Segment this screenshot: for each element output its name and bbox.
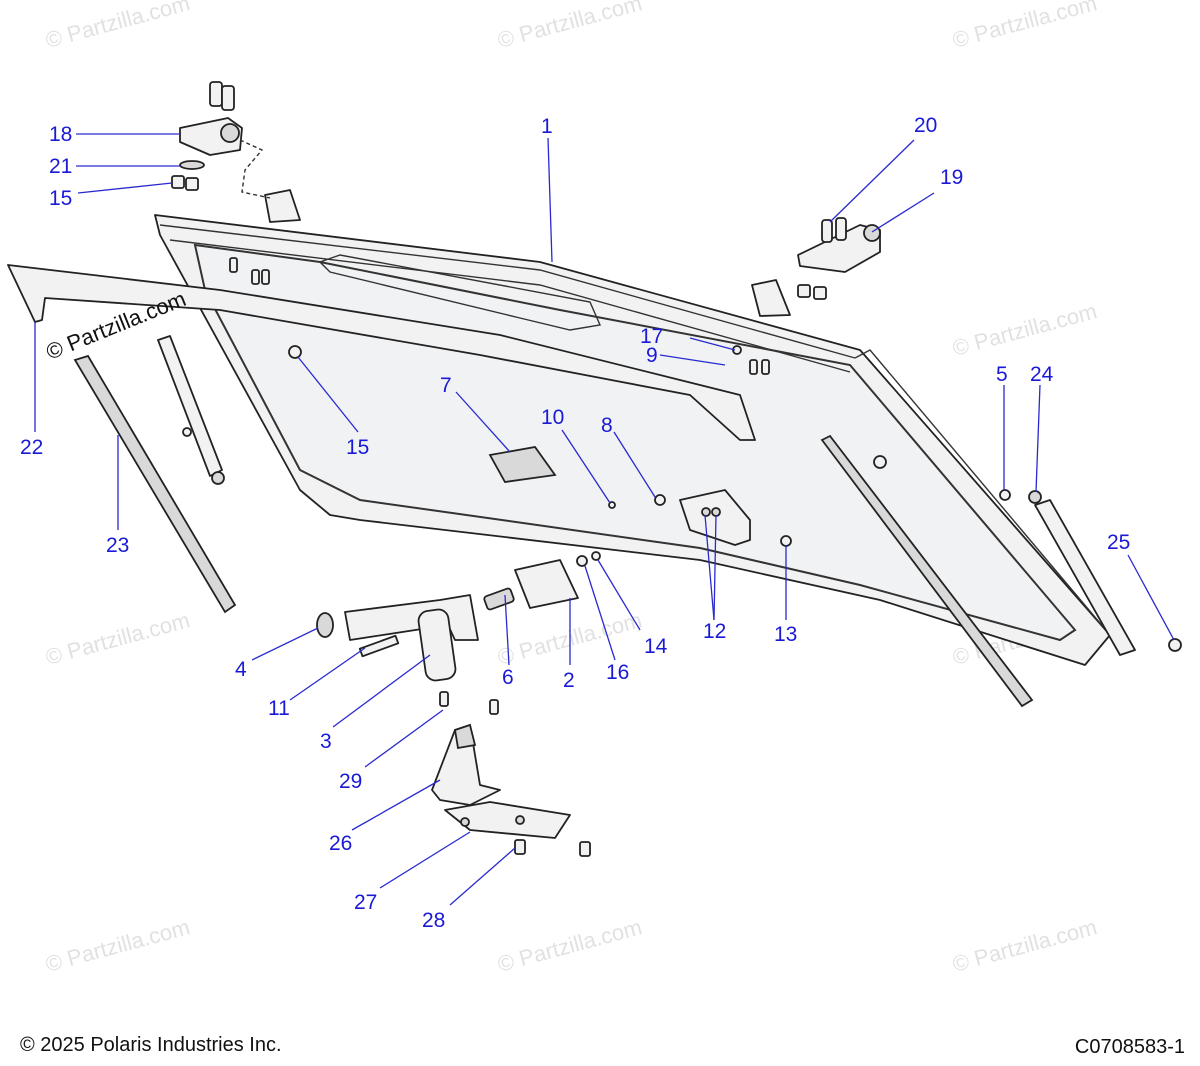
- callout-15: 15: [346, 436, 369, 459]
- watermark: © Partzilla.com: [950, 298, 1100, 361]
- copyright-text: © 2025 Polaris Industries Inc.: [20, 1034, 282, 1056]
- callout-labels: 1 2 3 4 5 6 7 8 9 10 11 12 13 14 15 15 1…: [20, 114, 1130, 932]
- side-seal-left: [73, 354, 237, 614]
- callout-11: 11: [268, 697, 290, 720]
- callout-25: 25: [1107, 531, 1130, 554]
- callout-18: 18: [49, 123, 72, 146]
- callout-26: 26: [329, 832, 352, 855]
- diagram-id: C0708583-1: [1074, 1036, 1185, 1058]
- callout-17: 17: [640, 325, 663, 348]
- callout-4: 4: [235, 658, 247, 681]
- hinge-bracket-left: [171, 81, 271, 199]
- top-seal-strip: [7, 264, 756, 441]
- callout-3: 3: [320, 730, 332, 753]
- callout-23: 23: [106, 534, 129, 557]
- callout-15: 15: [49, 187, 72, 210]
- callout-16: 16: [606, 661, 629, 684]
- callout-29: 29: [339, 770, 362, 793]
- window-pad: [488, 446, 557, 483]
- callout-5: 5: [996, 363, 1008, 386]
- watermark: © Partzilla.com: [43, 0, 193, 53]
- callout-28: 28: [422, 909, 445, 932]
- callout-27: 27: [354, 891, 377, 914]
- watermark: © Partzilla.com: [495, 914, 645, 977]
- callout-7: 7: [440, 374, 452, 397]
- callout-12: 12: [703, 620, 726, 643]
- hinge-left-frame: [264, 189, 301, 223]
- callout-22: 22: [20, 436, 43, 459]
- gas-strut-left: [157, 335, 225, 485]
- watermark: © Partzilla.com: [950, 914, 1100, 977]
- callout-19: 19: [940, 166, 963, 189]
- hinge-bracket-right: [797, 217, 881, 300]
- callout-2: 2: [563, 669, 575, 692]
- mount-block: [431, 691, 501, 806]
- watermark: © Partzilla.com: [495, 0, 645, 53]
- callout-10: 10: [541, 406, 564, 429]
- callout-24: 24: [1030, 363, 1054, 386]
- watermark: © Partzilla.com: [43, 607, 193, 670]
- callout-14: 14: [644, 635, 668, 658]
- callout-6: 6: [502, 666, 514, 689]
- watermark: © Partzilla.com: [43, 914, 193, 977]
- fasteners: [229, 257, 1011, 547]
- callout-1: 1: [541, 115, 553, 138]
- latch-assembly: [316, 551, 601, 682]
- callout-20: 20: [914, 114, 937, 137]
- callout-8: 8: [601, 414, 613, 437]
- striker-plate: [679, 489, 751, 546]
- watermark: © Partzilla.com: [950, 0, 1100, 53]
- hinge-right-frame: [751, 279, 791, 317]
- gas-strut-right: [1028, 490, 1182, 656]
- leader-lines: [34, 133, 1175, 906]
- side-seal-right: [820, 434, 1034, 708]
- callout-13: 13: [774, 623, 797, 646]
- window-frame: [154, 214, 1111, 666]
- callout-9: 9: [646, 344, 658, 367]
- mount-plate: [444, 801, 591, 857]
- callout-21: 21: [49, 155, 72, 178]
